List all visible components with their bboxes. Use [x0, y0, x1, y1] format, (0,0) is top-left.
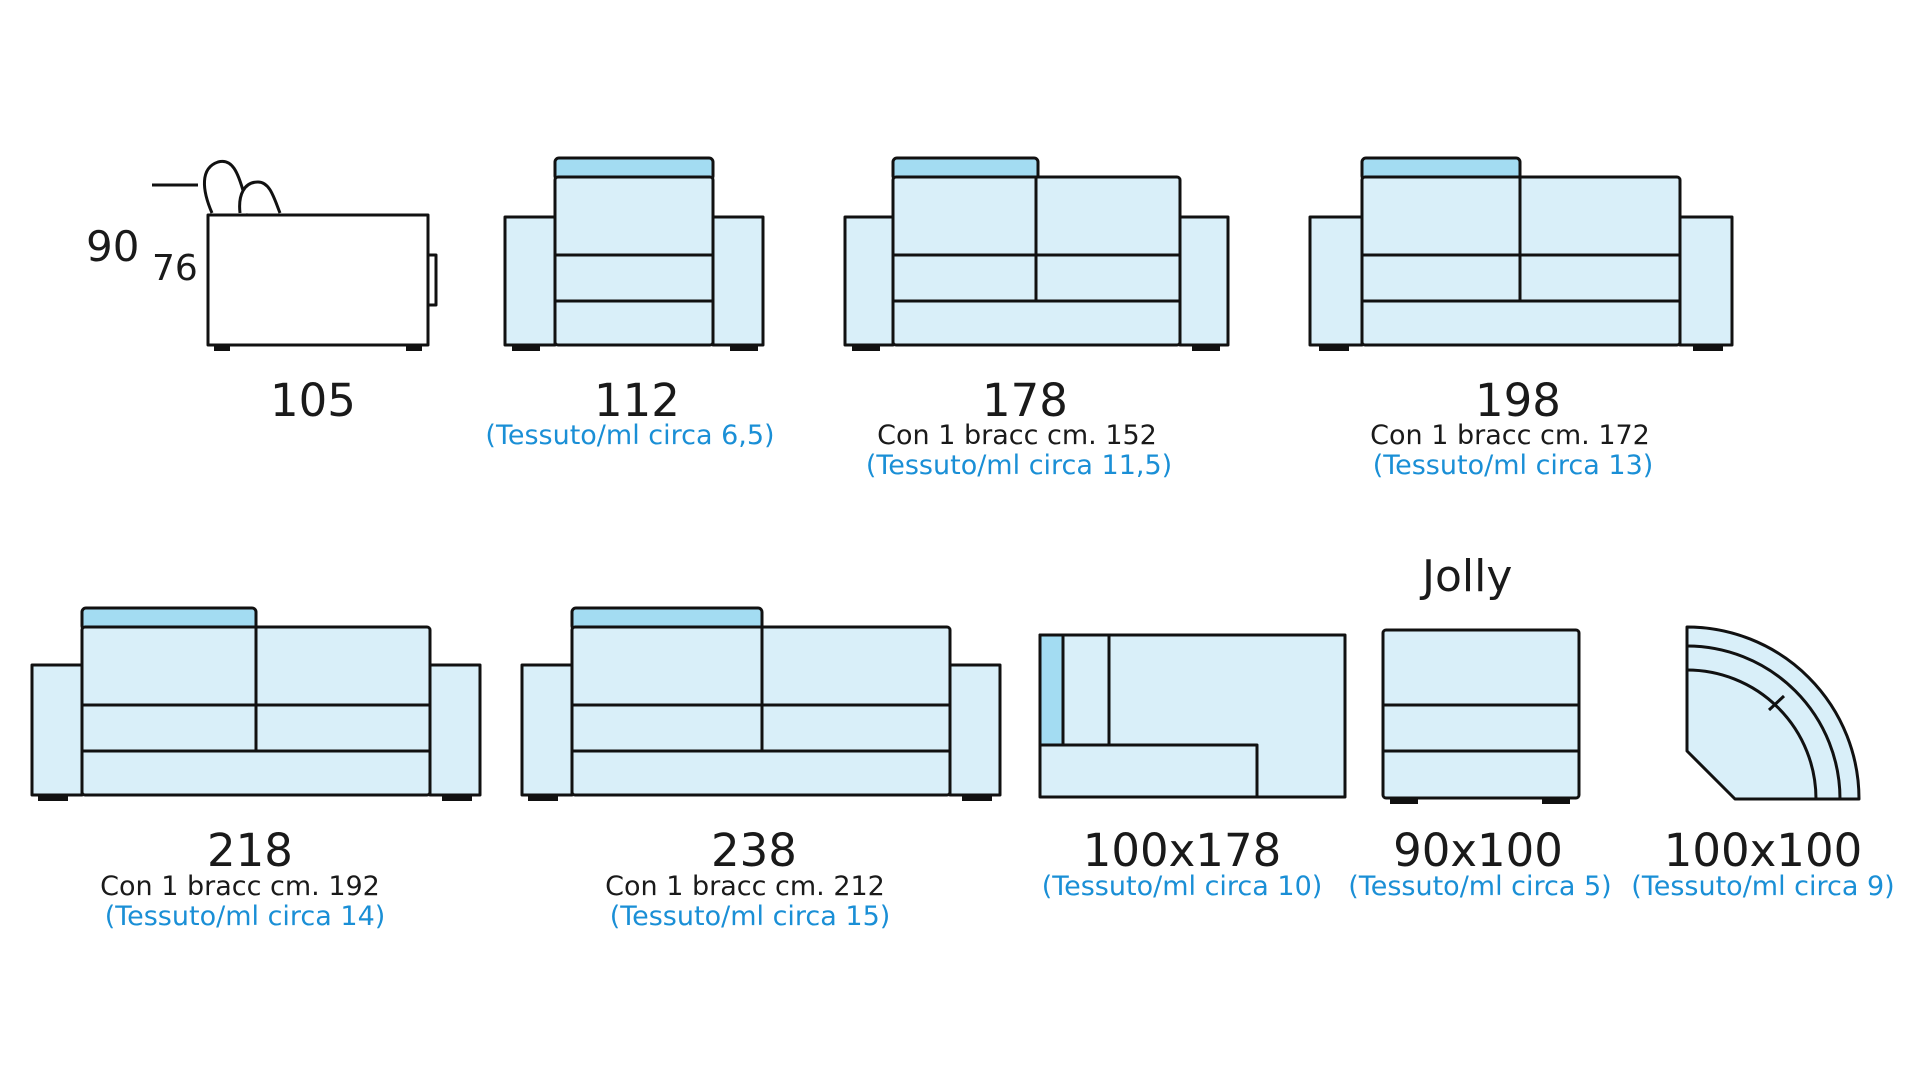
item-178-note: Con 1 bracc cm. 152 [877, 420, 1157, 451]
sofa-238-svg [520, 606, 1002, 801]
seat-height-label: 76 [152, 248, 198, 289]
item-178-fabric: (Tessuto/ml circa 11,5) [865, 450, 1173, 481]
side-view-width-label: 105 [270, 374, 356, 427]
item-198-note: Con 1 bracc cm. 172 [1370, 420, 1650, 451]
sofa-178-svg [843, 156, 1230, 351]
item-90x100-dimension: 90x100 [1393, 824, 1563, 877]
item-218-dimension: 218 [207, 824, 293, 877]
side-back-panel [426, 253, 438, 307]
item-100x178-dimension: 100x178 [1082, 824, 1282, 877]
item-218-fabric: (Tessuto/ml circa 14) [104, 901, 386, 932]
item-100x100-dimension: 100x100 [1663, 824, 1863, 877]
item-238-fabric: (Tessuto/ml circa 15) [609, 901, 891, 932]
item-100x178-fabric: (Tessuto/ml circa 10) [1041, 871, 1323, 902]
side-view-svg [152, 159, 438, 351]
height-total-label: 90 [86, 222, 140, 271]
side-foot-right [406, 345, 422, 351]
side-body [206, 213, 430, 347]
headrest-back-profile [202, 159, 250, 214]
item-112-fabric: (Tessuto/ml circa 6,5) [485, 420, 775, 451]
corner-100x100-drawing [1680, 620, 1870, 805]
chaise-100x178-svg [1038, 633, 1347, 799]
armchair-112-drawing [500, 155, 770, 355]
jolly-label: Jolly [1422, 551, 1513, 602]
headrest-front-profile [238, 180, 282, 214]
armchair-112-svg [503, 156, 765, 351]
item-90x100-fabric: (Tessuto/ml circa 5) [1348, 871, 1612, 902]
corner-100x100-svg [1685, 625, 1861, 801]
item-238-note: Con 1 bracc cm. 212 [605, 871, 885, 902]
side-foot-left [214, 345, 230, 351]
side-view-drawing [140, 150, 440, 370]
item-198-dimension: 198 [1475, 374, 1561, 427]
jolly-90x100-svg [1381, 628, 1581, 804]
sofa-178-drawing [840, 155, 1240, 355]
item-238-dimension: 238 [711, 824, 797, 877]
sofa-218-svg [30, 606, 482, 801]
sofa-198-svg [1308, 156, 1734, 351]
item-100x100-fabric: (Tessuto/ml circa 9) [1631, 871, 1895, 902]
item-198-fabric: (Tessuto/ml circa 13) [1372, 450, 1654, 481]
chaise-100x178-drawing [1035, 630, 1355, 805]
item-218-note: Con 1 bracc cm. 192 [100, 871, 380, 902]
jolly-90x100-drawing [1378, 625, 1588, 810]
sofa-218-drawing [28, 605, 488, 805]
item-112-dimension: 112 [594, 374, 680, 427]
sofa-198-drawing [1305, 155, 1745, 355]
sofa-238-drawing [518, 605, 1008, 805]
item-178-dimension: 178 [982, 374, 1068, 427]
